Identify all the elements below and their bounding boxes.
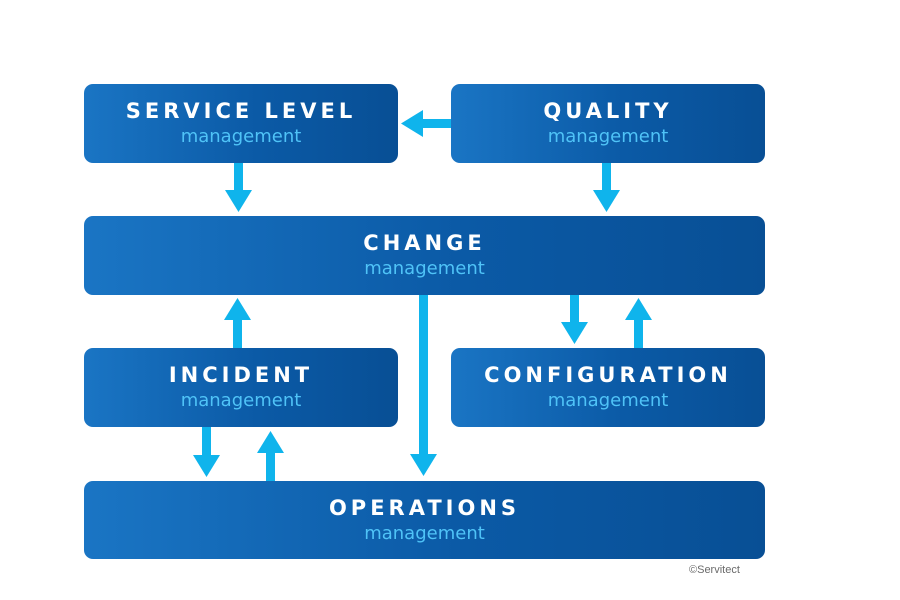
arrow-operations-to-incident: [257, 431, 284, 481]
box-subtitle: management: [180, 390, 302, 411]
box-title: CHANGE: [363, 231, 486, 255]
box-title: SERVICE LEVEL: [125, 99, 357, 123]
box-subtitle: management: [364, 522, 485, 544]
arrow-quality-to-service-level: [401, 110, 451, 137]
arrow-change-to-configuration: [561, 295, 588, 344]
arrow-incident-to-operations: [193, 427, 220, 477]
box-subtitle: management: [180, 126, 302, 147]
box-title: QUALITY: [543, 99, 673, 123]
arrow-incident-to-change: [224, 298, 251, 348]
box-subtitle: management: [364, 258, 485, 279]
box-title: INCIDENT: [168, 363, 314, 387]
box-subtitle: management: [547, 126, 669, 147]
change-box: CHANGE management: [84, 216, 765, 295]
box-title: OPERATIONS: [328, 495, 521, 520]
operations-box: OPERATIONS management: [84, 481, 765, 559]
arrow-quality-to-change: [593, 163, 620, 212]
service-level-box: SERVICE LEVEL management: [84, 84, 398, 163]
box-subtitle: management: [547, 390, 669, 411]
arrow-service-level-to-change: [225, 163, 252, 212]
quality-box: QUALITY management: [451, 84, 765, 163]
incident-box: INCIDENT management: [84, 348, 398, 427]
configuration-box: CONFIGURATION management: [451, 348, 765, 427]
box-title: CONFIGURATION: [484, 363, 732, 387]
copyright-text: ©Servitect: [689, 564, 740, 576]
arrow-configuration-to-change: [625, 298, 652, 348]
arrow-change-to-operations: [410, 295, 437, 476]
